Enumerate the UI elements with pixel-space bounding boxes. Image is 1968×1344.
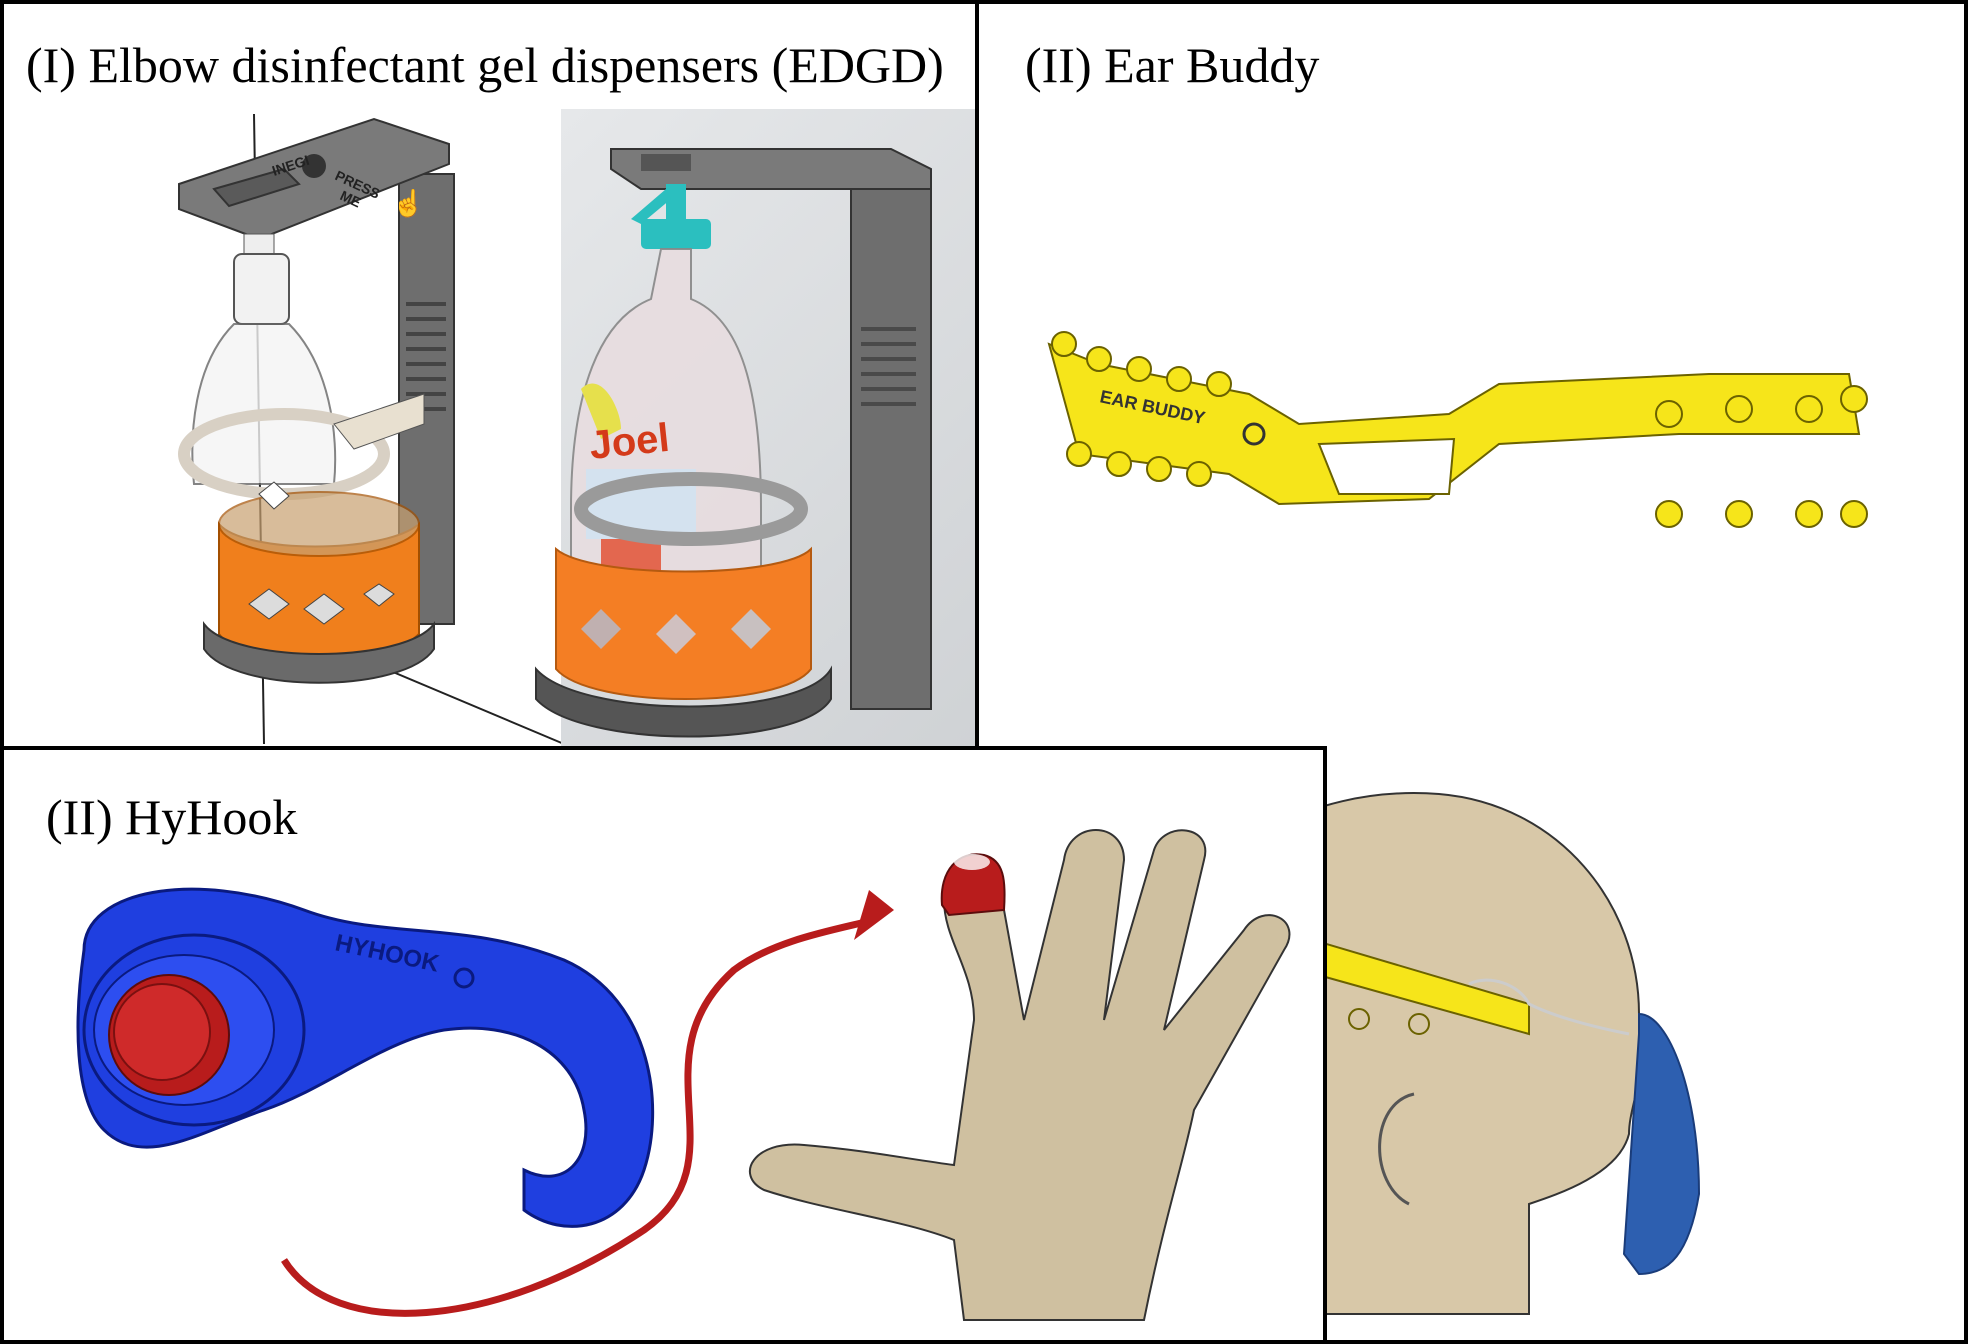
- inegi-logo-icon: [302, 154, 326, 178]
- hand-press-icon: ☝: [392, 187, 424, 219]
- edgd-panel: (I) Elbow disinfectant gel dispensers (E…: [0, 0, 979, 750]
- edgd-cad-render: INEGI PRESS ME ☝: [178, 113, 565, 745]
- edgd-panel-title: (I) Elbow disinfectant gel dispensers (E…: [26, 37, 944, 93]
- hand-illustration: [748, 829, 1291, 1321]
- ear-buddy-strap: EAR BUDDY: [1047, 331, 1868, 528]
- curved-arrow-icon: [281, 890, 894, 1317]
- ear-buddy-panel-title: (II) Ear Buddy: [1025, 37, 1320, 93]
- hyhook-panel-title: (II) HyHook: [46, 789, 298, 845]
- bottle-brand-text: Joel: [587, 416, 671, 468]
- hyhook-panel: (II) HyHook HYHOOK: [0, 746, 1327, 1344]
- hyhook-tool: HYHOOK: [76, 887, 655, 1228]
- edgd-photo-drawing: Joel: [535, 148, 932, 738]
